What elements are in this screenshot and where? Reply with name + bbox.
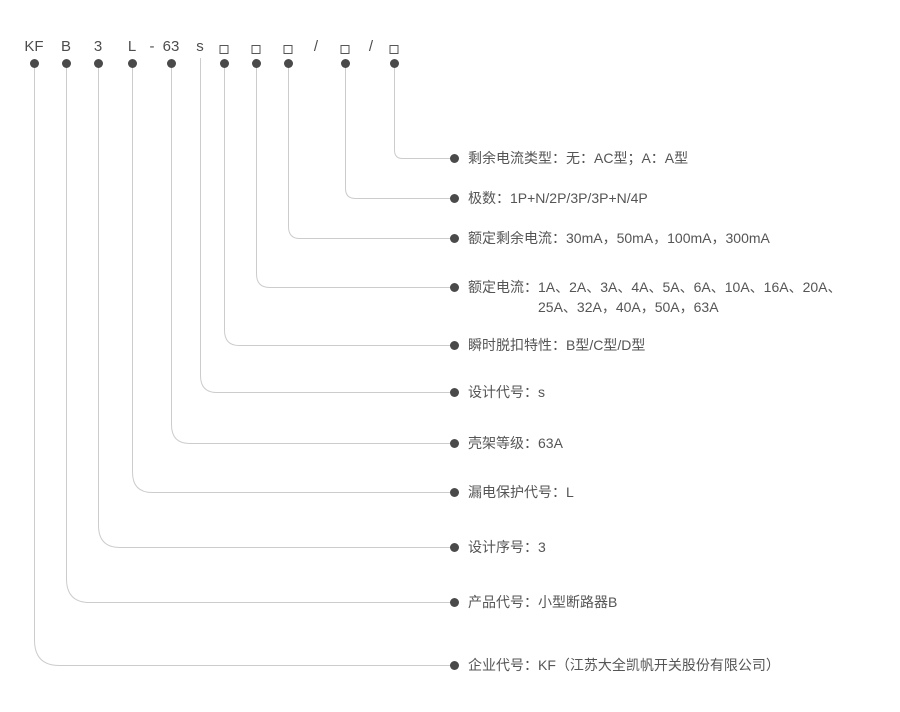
connector-path [288,63,450,239]
label-text: 剩余电流类型：无：AC型；A：A型 [468,150,689,166]
code-segment: KF [24,38,44,55]
label-text-block: 壳架等级：63A [468,433,563,453]
label-text-block: 设计代号：s [468,382,545,402]
code-box-placeholder [251,45,261,54]
label-text: 产品代号：小型断路器B [468,594,618,610]
label-row: 设计代号：s [450,382,545,402]
connector-path [200,58,450,393]
label-text: 瞬时脱扣特性：B型/C型/D型 [468,337,646,353]
label-text: 企业代号：KF（江苏大全凯帆开关股份有限公司） [468,657,780,673]
label-text: 设计代号：s [468,384,545,400]
connector-path [345,63,450,199]
label-row: 极数：1P+N/2P/3P/3P+N/4P [450,188,648,208]
column-dot [93,58,103,68]
connector-path [394,63,450,159]
label-bullet [450,340,459,350]
label-row: 瞬时脱扣特性：B型/C型/D型 [450,335,645,355]
connector-path [256,63,450,288]
label-row: 漏电保护代号：L [450,482,574,502]
label-bullet [450,487,459,497]
label-row: 壳架等级：63A [450,433,563,453]
column-dot [389,58,399,68]
code-box-placeholder [283,45,293,54]
label-text: 额定电流：1A、2A、3A、4A、5A、6A、10A、16A、20A、 [468,279,842,295]
code-box-placeholder [219,45,229,54]
connector-path [98,63,450,548]
column-dot [340,58,350,68]
label-bullet [450,282,459,292]
code-segment: 3 [93,38,103,55]
label-text-continued: 25A、32A，40A，50A，63A [538,299,719,315]
connector-path [132,63,450,493]
label-text: 壳架等级：63A [468,435,563,451]
column-dot [251,58,261,68]
label-text-block: 极数：1P+N/2P/3P/3P+N/4P [468,188,648,208]
column-dot [283,58,293,68]
connector-path [224,63,450,346]
label-row: 企业代号：KF（江苏大全凯帆开关股份有限公司） [450,655,780,675]
label-bullet [450,438,459,448]
label-text-block: 剩余电流类型：无：AC型；A：A型 [468,148,688,168]
label-text: 漏电保护代号：L [468,484,574,500]
column-dot [219,58,229,68]
label-text-block: 额定剩余电流：30mA，50mA，100mA，300mA [468,228,770,248]
connector-path [34,63,450,666]
code-box-placeholder [389,45,399,54]
label-text-block: 产品代号：小型断路器B [468,592,617,612]
code-segment: s [196,38,204,55]
label-text: 额定剩余电流：30mA，50mA，100mA，300mA [468,230,770,246]
label-row: 额定剩余电流：30mA，50mA，100mA，300mA [450,228,770,248]
code-separator: - [149,38,155,55]
label-text-block: 额定电流：1A、2A、3A、4A、5A、6A、10A、16A、20A、 25A、3… [468,277,841,317]
code-separator: / [313,38,319,55]
code-box-placeholder [340,45,350,54]
label-bullet [450,542,459,552]
column-dot [29,58,39,68]
label-bullet [450,387,459,397]
label-bullet [450,153,459,163]
label-text: 极数：1P+N/2P/3P/3P+N/4P [468,190,648,206]
code-separator: / [368,38,374,55]
label-row: 额定电流：1A、2A、3A、4A、5A、6A、10A、16A、20A、 25A、3… [450,277,841,317]
code-segment: 63 [162,38,180,55]
column-dot [166,58,176,68]
connector-path [171,63,450,444]
label-bullet [450,597,459,607]
label-text-block: 设计序号：3 [468,537,546,557]
label-text-block: 企业代号：KF（江苏大全凯帆开关股份有限公司） [468,655,780,675]
code-segment: B [60,38,72,55]
label-text: 设计序号：3 [468,539,546,555]
code-segment: L [127,38,137,55]
label-bullet [450,193,459,203]
label-row: 剩余电流类型：无：AC型；A：A型 [450,148,688,168]
column-dot [127,58,137,68]
label-row: 设计序号：3 [450,537,546,557]
label-bullet [450,233,459,243]
column-dot [61,58,71,68]
label-row: 产品代号：小型断路器B [450,592,617,612]
label-text-block: 瞬时脱扣特性：B型/C型/D型 [468,335,645,355]
label-bullet [450,660,459,670]
label-text-block: 漏电保护代号：L [468,482,574,502]
connector-path [66,63,450,603]
